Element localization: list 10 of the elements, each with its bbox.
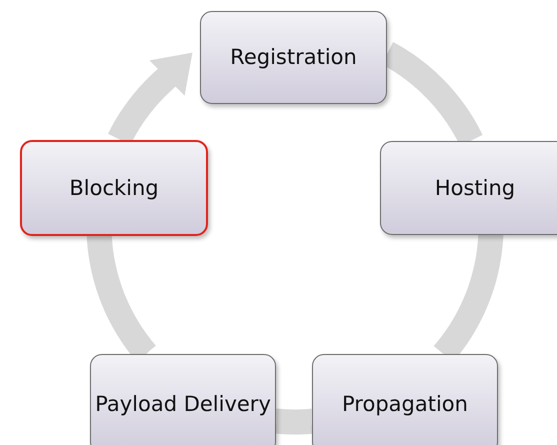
box-label: Payload Delivery: [95, 392, 271, 416]
box-label: Hosting: [434, 176, 516, 200]
box-label: Registration: [230, 45, 357, 70]
process-box: [20, 140, 208, 236]
process-box: [380, 141, 557, 235]
process-box: [90, 354, 276, 445]
box-label: Blocking: [69, 176, 159, 200]
process-box: [312, 354, 498, 445]
process-box: [200, 11, 387, 104]
box-label: Propagation: [342, 392, 468, 416]
